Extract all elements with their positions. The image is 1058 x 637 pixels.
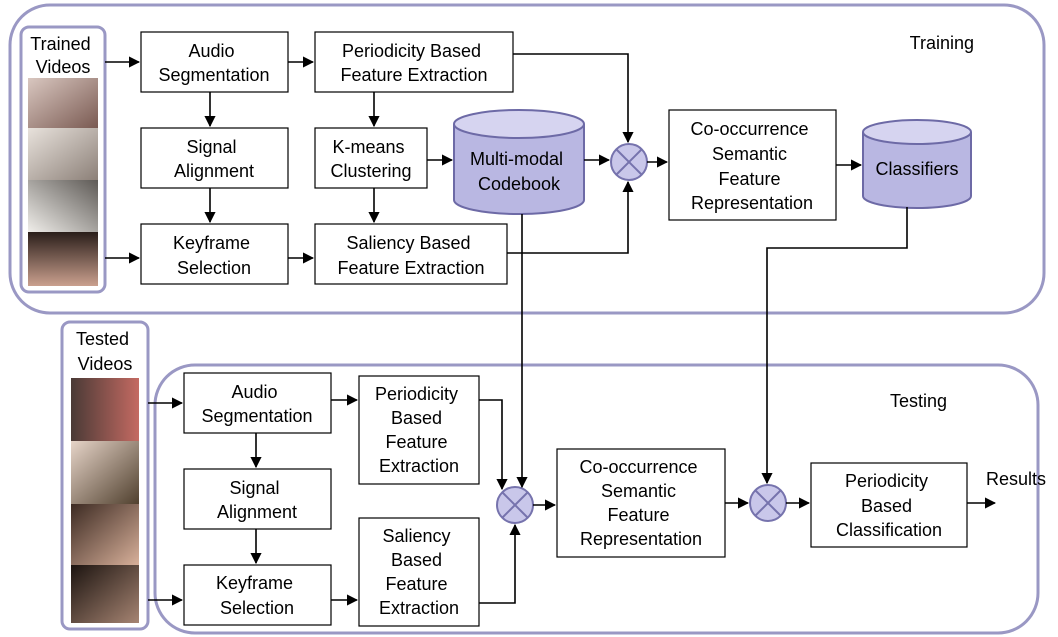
svg-text:Signal Alignment: Signal Alignment bbox=[174, 137, 254, 181]
test-periodicity-feature-box: Periodicity Based Feature Extraction bbox=[358, 375, 480, 485]
trained-videos-label: Trained Videos bbox=[30, 34, 95, 77]
svg-text:Periodicity Based Featur: Periodicity Based Feature Extraction bbox=[340, 41, 487, 85]
svg-text:Co-occurrence Semantic: Co-occurrence Semantic Feature Represent… bbox=[579, 457, 702, 549]
train-periodicity-feature-box: Periodicity Based Feature Extraction bbox=[314, 31, 514, 93]
testing-label: Testing bbox=[890, 391, 947, 411]
test-signal-alignment-box: Signal Alignment bbox=[183, 468, 332, 530]
svg-text:Keyframe Selection: Keyframe Selection bbox=[216, 573, 298, 618]
training-label: Training bbox=[910, 33, 974, 53]
train-signal-alignment-box: Signal Alignment bbox=[140, 127, 289, 189]
test-feature-combiner-node bbox=[496, 486, 534, 524]
results-label: Results bbox=[986, 469, 1046, 489]
test-classification-box: Periodicity Based Classification bbox=[810, 462, 968, 548]
svg-text:Keyframe Selection: Keyframe Selection bbox=[173, 233, 255, 278]
multimodal-codebook-database: Multi-modal Codebook bbox=[453, 109, 585, 215]
trained-video-frame bbox=[28, 128, 98, 180]
testing-connectors bbox=[148, 394, 997, 606]
training-connectors bbox=[105, 53, 863, 264]
tested-video-frame bbox=[71, 565, 139, 623]
train-cooccurrence-box: Co-occurrence Semantic Feature Represent… bbox=[668, 109, 837, 221]
svg-text:Multi-modal Codebook: Multi-modal Codebook bbox=[470, 149, 568, 194]
tested-video-frame bbox=[71, 441, 139, 504]
train-keyframe-selection-box: Keyframe Selection bbox=[140, 223, 289, 285]
svg-text:Saliency Based Feature E: Saliency Based Feature Extraction bbox=[337, 233, 484, 278]
train-audio-segmentation-box: Audio Segmentation bbox=[140, 31, 289, 93]
svg-text:Signal Alignment: Signal Alignment bbox=[217, 478, 297, 522]
svg-text:K-means Clustering: K-means Clustering bbox=[330, 137, 411, 181]
svg-text:Classifiers: Classifiers bbox=[875, 159, 958, 179]
cross-region-connectors bbox=[516, 207, 908, 489]
svg-text:Saliency Based Fea: Saliency Based Feature Extraction bbox=[379, 526, 459, 618]
classifiers-database: Classifiers bbox=[862, 119, 972, 209]
test-audio-segmentation-box: Audio Segmentation bbox=[183, 372, 332, 434]
test-keyframe-selection-box: Keyframe Selection bbox=[183, 564, 332, 626]
testing-region bbox=[153, 363, 1040, 635]
svg-text:Periodicity Based: Periodicity Based Feature Extraction bbox=[375, 384, 463, 476]
train-kmeans-box: K-means Clustering bbox=[314, 127, 428, 189]
svg-text:Periodicity Based: Periodicity Based Classification bbox=[836, 471, 942, 540]
svg-text:Co-occurrence Semantic: Co-occurrence Semantic Feature Represent… bbox=[690, 119, 813, 213]
tested-video-frame bbox=[71, 504, 139, 565]
tested-videos-label: Tested Videos bbox=[76, 329, 134, 374]
svg-text:Audio Segmentation: Audio Segmentation bbox=[158, 41, 269, 85]
test-cooccurrence-box: Co-occurrence Semantic Feature Represent… bbox=[556, 448, 726, 558]
training-region bbox=[8, 3, 1046, 315]
trained-video-frame bbox=[28, 180, 98, 232]
test-classifier-combiner-node bbox=[749, 484, 787, 522]
tested-video-frame bbox=[71, 378, 139, 441]
tested-videos-panel: Tested Videos bbox=[60, 320, 150, 631]
svg-text:Audio Segmentation: Audio Segmentation bbox=[201, 382, 312, 426]
trained-videos-panel: Trained Videos bbox=[19, 25, 107, 294]
train-saliency-feature-box: Saliency Based Feature Extraction bbox=[314, 223, 508, 285]
trained-video-frame bbox=[28, 78, 98, 128]
test-saliency-feature-box: Saliency Based Feature Extraction bbox=[358, 517, 480, 627]
trained-video-frame bbox=[28, 232, 98, 286]
train-combiner-node bbox=[610, 143, 648, 181]
